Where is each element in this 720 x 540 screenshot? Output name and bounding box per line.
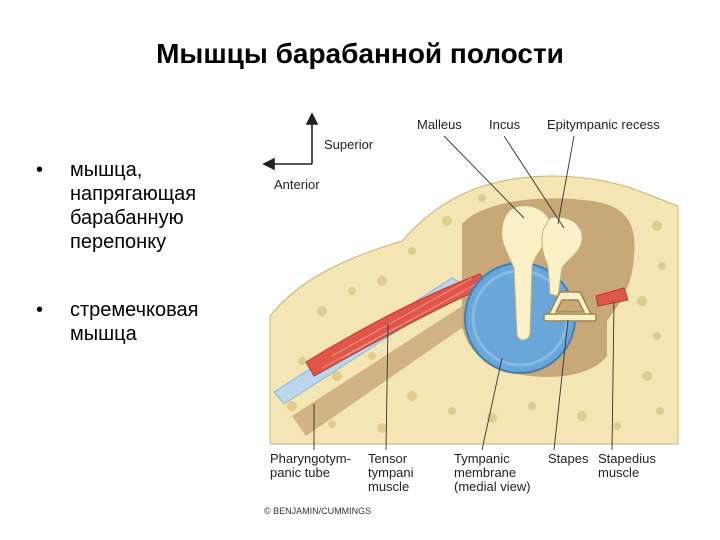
- anterior-arrow-head: [264, 159, 274, 169]
- label-pharyngotympanic-tube: Pharyngotym- panic tube: [270, 452, 351, 480]
- bullet-line: мышца,: [70, 158, 266, 182]
- label-tympanic-membrane: Tympanic membrane (medial view): [454, 452, 531, 494]
- label-tensor-tympani: Tensor tympani muscle: [368, 452, 414, 494]
- bullet-line: перепонку: [70, 230, 266, 254]
- bullet-line: напрягающая: [70, 182, 266, 206]
- label-superior: Superior: [324, 138, 373, 152]
- bullet-marker: •: [36, 298, 43, 322]
- bullet-line: барабанную: [70, 206, 266, 230]
- bullet-item-tensor-tympani: • мышца, напрягающая барабанную перепонк…: [36, 158, 266, 254]
- label-epitympanic-recess: Epitympanic recess: [547, 118, 660, 132]
- orientation-arrows: [264, 114, 317, 169]
- superior-arrow-head: [307, 114, 317, 124]
- bullet-line: стремечковая: [70, 298, 266, 322]
- bullet-list: • мышца, напрягающая барабанную перепонк…: [36, 158, 266, 390]
- slide-title: Мышцы барабанной полости: [0, 38, 720, 70]
- label-incus: Incus: [489, 118, 520, 132]
- bullet-marker: •: [36, 158, 43, 182]
- copyright-notice: © BENJAMIN/CUMMINGS: [264, 504, 371, 518]
- middle-ear-figure: Malleus Incus Epitympanic recess Superio…: [262, 106, 692, 516]
- bullet-item-stapedius: • стремечковая мышца: [36, 298, 266, 346]
- bullet-line: мышца: [70, 322, 266, 346]
- label-anterior: Anterior: [274, 178, 320, 192]
- label-malleus: Malleus: [417, 118, 462, 132]
- label-stapes: Stapes: [548, 452, 588, 466]
- label-stapedius: Stapedius muscle: [598, 452, 656, 480]
